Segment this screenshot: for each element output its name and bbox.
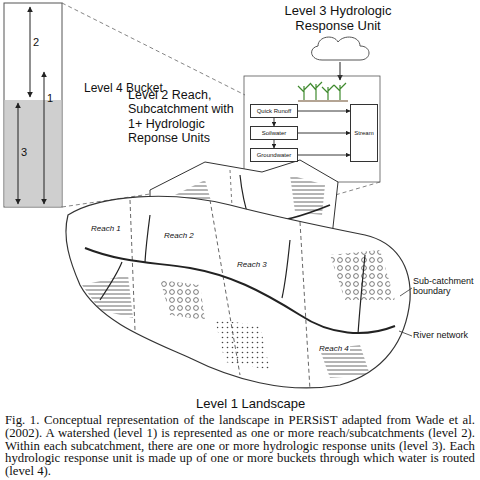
flow-arrow — [298, 111, 350, 112]
subcatchment-boundary — [130, 200, 135, 330]
land-use-area — [82, 275, 133, 318]
tributary — [100, 262, 122, 300]
cloud — [312, 37, 369, 60]
depth-arrow — [18, 103, 19, 204]
flow-box: Soilwater — [250, 126, 298, 140]
box-text: Soilwater — [262, 130, 287, 137]
plant — [298, 84, 310, 100]
subcatchment-boundary — [210, 200, 240, 375]
leader-line — [400, 288, 412, 296]
subcatchment-boundary — [300, 222, 310, 390]
callout-number: 1 — [47, 92, 59, 105]
flow-arrow — [298, 133, 350, 134]
box-text: Groundwater — [257, 152, 292, 159]
ground-line — [298, 100, 348, 101]
hru-frame — [244, 76, 380, 182]
plant — [334, 83, 346, 100]
box-text: Stream — [354, 130, 373, 137]
leader-line — [399, 331, 412, 336]
flow-box: Quick Runoff — [250, 104, 298, 118]
depth-arrow — [30, 7, 31, 97]
tributary — [358, 255, 365, 334]
bucket-water — [5, 100, 62, 207]
bucket-outline — [4, 3, 62, 207]
reach-label: Reach 3 — [236, 260, 268, 269]
land-use-area — [160, 280, 205, 320]
plant — [310, 82, 322, 100]
flow-arrow — [298, 155, 350, 156]
landscape-outline — [66, 196, 410, 388]
flow-box: Groundwater — [250, 148, 298, 162]
landscape-fill — [82, 200, 395, 390]
reach-label: Reach 4 — [318, 344, 350, 353]
map-label: River network — [413, 330, 477, 340]
plant-icons — [298, 82, 346, 100]
land-use-area — [215, 320, 270, 370]
flow-arrow — [274, 118, 275, 126]
callout-number: 2 — [33, 36, 45, 49]
map-label: Sub-catchment boundary — [413, 276, 477, 297]
flow-box: Stream — [350, 104, 378, 162]
figure-caption: Fig. 1. Conceptual representation of the… — [5, 414, 475, 478]
flow-arrow — [274, 140, 275, 148]
level-label: Level 1 Landscape — [196, 397, 326, 412]
river-line — [85, 248, 395, 333]
plant — [322, 85, 334, 100]
reach-label: Reach 2 — [163, 231, 195, 240]
depth-arrow — [44, 72, 45, 204]
callout-number: 3 — [21, 146, 33, 159]
tributary — [282, 240, 290, 298]
box-text: Quick Runoff — [257, 108, 292, 115]
rain-arrow — [340, 62, 341, 80]
reach-label: Reach 1 — [90, 224, 122, 233]
level-label: Level 2 Reach, Subcatchment with 1+ Hydr… — [128, 88, 246, 146]
tributary — [145, 215, 150, 262]
projection-line — [62, 3, 245, 95]
level-label: Level 3 Hydrologic Response Unit — [258, 4, 418, 34]
